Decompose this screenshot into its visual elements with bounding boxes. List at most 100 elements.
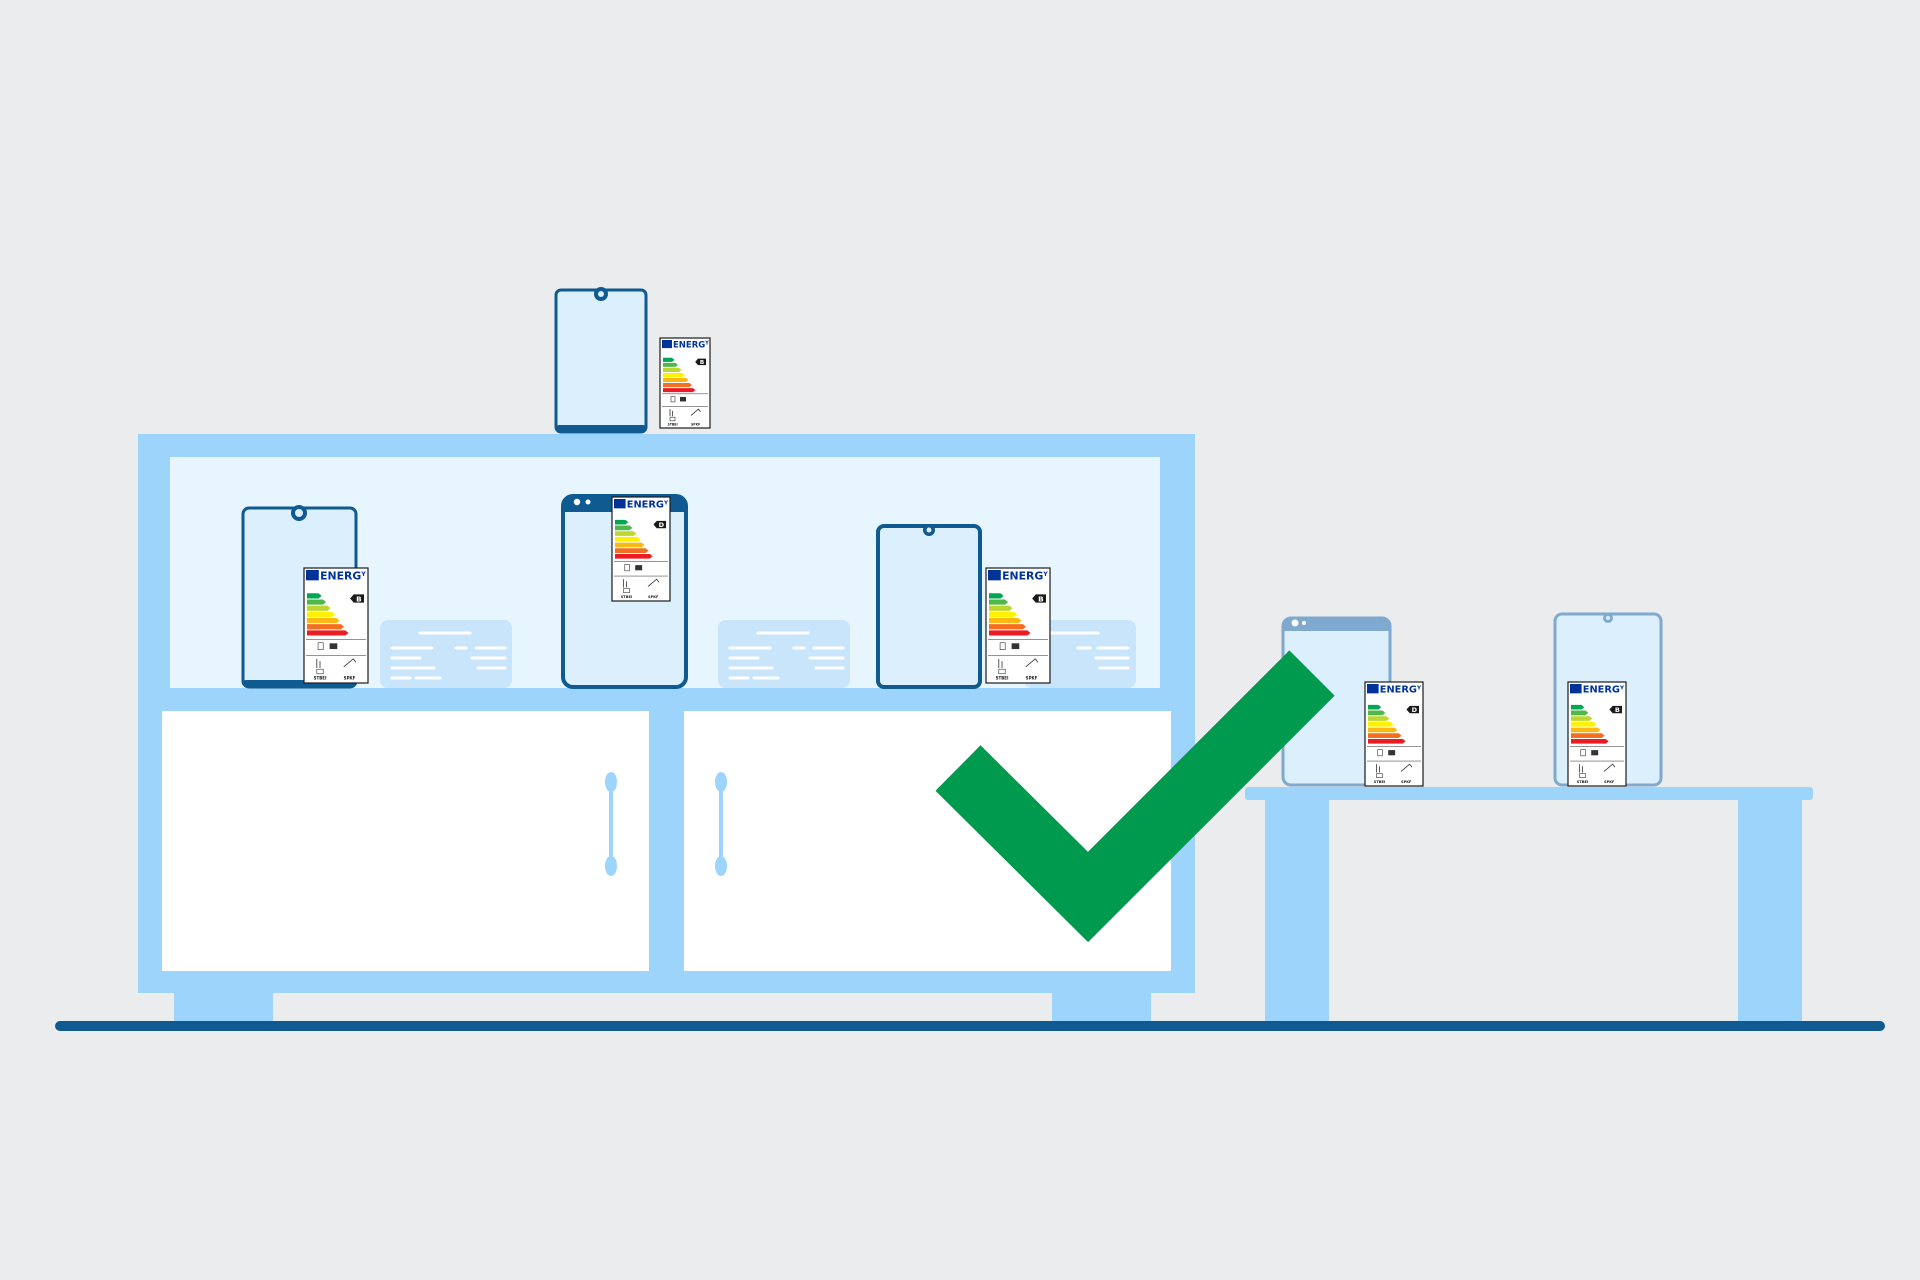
eu-flag-icon: [1570, 684, 1582, 694]
energy-label-small-text-left: STBEI: [996, 676, 1009, 681]
eu-flag-icon: [1367, 684, 1379, 694]
energy-label-small-text-left: STBEI: [1577, 780, 1589, 784]
device-phone-top[interactable]: [554, 287, 648, 434]
energy-scale-bar: [989, 630, 1031, 636]
drop-resistance-icon: [1579, 764, 1583, 773]
energy-class-arrow: [1609, 705, 1622, 714]
side-table: [1245, 787, 1813, 1022]
energy-scale-bar: [307, 611, 336, 618]
repairability-icon: [1025, 658, 1039, 668]
door-handle-right[interactable]: [715, 772, 727, 876]
energy-class-letter: B: [700, 360, 704, 366]
energy-class-letter: D: [1412, 706, 1418, 714]
battery-life-icon: [329, 643, 338, 650]
price-card-1: [380, 620, 512, 688]
energy-class-letter: B: [356, 594, 362, 603]
table-top: [1245, 787, 1813, 800]
energy-class-arrow: [695, 358, 706, 366]
battery-icon: [1377, 749, 1383, 757]
energy-label-title-sup: Y: [1619, 685, 1625, 691]
energy-scale-bar: [615, 536, 641, 542]
battery-icon: [624, 564, 630, 572]
energy-scale-bar: [663, 367, 682, 372]
energy-class-arrow: [1406, 705, 1419, 714]
energy-class-arrow: [653, 520, 666, 529]
energy-scale-bar: [307, 593, 322, 599]
energy-scale-bar: [307, 630, 349, 636]
energy-scale-bar: [663, 378, 689, 383]
energy-label-small-text-left: STBEI: [668, 422, 678, 426]
energy-label-title: ENERGY: [1002, 570, 1048, 583]
energy-label-title: ENERGY: [627, 500, 669, 511]
energy-label-small-text-right: SPKF: [1401, 780, 1412, 784]
energy-label-title: ENERGY: [1583, 685, 1625, 696]
energy-label-small-text-left: STBEI: [621, 595, 633, 599]
battery-life-icon: [680, 396, 686, 402]
energy-scale-bar: [663, 388, 696, 393]
energy-scale-bar: [1368, 733, 1402, 738]
table-leg-left: [1265, 800, 1329, 1022]
energy-class-arrow: [350, 594, 364, 603]
energy-scale-bar: [1368, 704, 1382, 710]
battery-life-icon: [1591, 750, 1599, 756]
energy-label-small-text-right: SPKF: [344, 676, 356, 681]
drop-resistance-icon: [623, 579, 627, 588]
device-foldable-table-1[interactable]: [1281, 616, 1392, 787]
energy-label: ENERGY B STBEI SPKF: [303, 567, 369, 684]
energy-scale-bar: [615, 525, 633, 531]
energy-scale-bar: [1368, 721, 1394, 727]
price-card-2: [718, 620, 850, 688]
energy-scale-bar: [307, 605, 331, 611]
battery-icon: [670, 396, 676, 403]
energy-scale-bar: [307, 618, 340, 624]
charge-cycles-icon: [1579, 773, 1586, 778]
repairability-icon: [647, 578, 660, 587]
battery-life-icon: [635, 565, 643, 571]
energy-scale-bar: [989, 624, 1027, 630]
energy-scale-bar: [663, 372, 685, 377]
energy-scale-bar: [663, 383, 692, 388]
price-card-3: [1024, 620, 1136, 688]
energy-scale-bar: [1571, 704, 1585, 710]
energy-scale-bar: [307, 599, 327, 605]
energy-scale-bar: [1368, 710, 1386, 716]
energy-label-title: ENERGY: [320, 570, 366, 583]
drop-resistance-icon: [1376, 764, 1380, 773]
energy-label-small-text-right: SPKF: [1026, 676, 1038, 681]
energy-label-title-sup: Y: [360, 571, 366, 578]
energy-scale-bar: [307, 624, 345, 630]
eu-flag-icon: [306, 570, 319, 581]
energy-label-title: ENERGY: [1380, 685, 1422, 696]
repairability-icon: [1400, 763, 1413, 772]
device-phone-shelf-3[interactable]: [876, 524, 982, 689]
energy-scale-bar: [989, 599, 1009, 605]
charge-cycles-icon: [623, 588, 630, 593]
cabinet-door-left[interactable]: [162, 711, 649, 971]
repairability-icon: [690, 408, 701, 416]
energy-scale-bar: [1571, 716, 1593, 721]
battery-icon: [1580, 749, 1586, 757]
camera-icon: [1291, 619, 1299, 627]
drop-resistance-icon: [669, 409, 673, 417]
energy-scale-bar: [615, 548, 649, 553]
drop-resistance-icon: [998, 658, 1003, 669]
battery-icon: [999, 642, 1006, 650]
energy-scale-bar: [1571, 721, 1597, 727]
energy-label-small-text-left: STBEI: [314, 676, 327, 681]
energy-scale-bar: [1571, 710, 1589, 716]
energy-scale-bar: [615, 531, 637, 536]
energy-scale-bar: [663, 362, 678, 367]
energy-scale-bar: [989, 618, 1022, 624]
energy-scale-bar: [1368, 716, 1390, 721]
energy-scale-bar: [989, 593, 1004, 599]
energy-label-title-sup: Y: [1042, 571, 1048, 578]
energy-scale-bar: [1571, 738, 1609, 744]
energy-scale-bar: [1571, 733, 1605, 738]
table-leg-right: [1738, 800, 1802, 1022]
door-handle-left[interactable]: [605, 772, 617, 876]
